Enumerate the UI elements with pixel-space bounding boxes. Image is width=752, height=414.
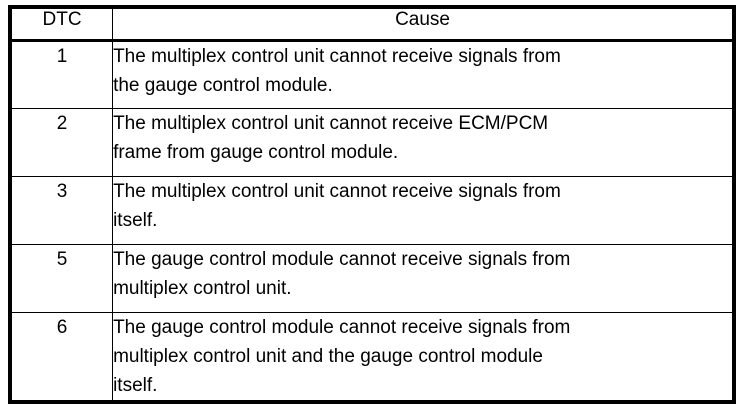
- table-header-row: DTC Cause: [9, 6, 735, 42]
- table-row: 5 The gauge control module cannot receiv…: [9, 243, 735, 313]
- table-row: 6 The gauge control module cannot receiv…: [9, 311, 735, 402]
- table-row: 2 The multiplex control unit cannot rece…: [9, 107, 735, 177]
- table-row: 1 The multiplex control unit cannot rece…: [9, 39, 735, 109]
- cell-dtc-code: 1: [9, 39, 114, 109]
- cell-cause-text: The multiplex control unit cannot receiv…: [112, 39, 735, 109]
- cell-dtc-code: 6: [9, 311, 114, 402]
- column-header-dtc: DTC: [9, 6, 114, 42]
- cell-cause-text: The multiplex control unit cannot receiv…: [112, 107, 735, 177]
- dtc-cause-table: DTC Cause 1 The multiplex control unit c…: [8, 5, 736, 404]
- cell-cause-text: The gauge control module cannot receive …: [112, 311, 735, 402]
- table-header: DTC Cause: [9, 6, 735, 42]
- column-header-cause: Cause: [112, 6, 735, 42]
- cell-dtc-code: 5: [9, 243, 114, 313]
- cell-cause-text: The multiplex control unit cannot receiv…: [112, 175, 735, 245]
- cell-dtc-code: 2: [9, 107, 114, 177]
- cell-dtc-code: 3: [9, 175, 114, 245]
- table-body: 1 The multiplex control unit cannot rece…: [9, 39, 735, 402]
- cell-cause-text: The gauge control module cannot receive …: [112, 243, 735, 313]
- table-row: 3 The multiplex control unit cannot rece…: [9, 175, 735, 245]
